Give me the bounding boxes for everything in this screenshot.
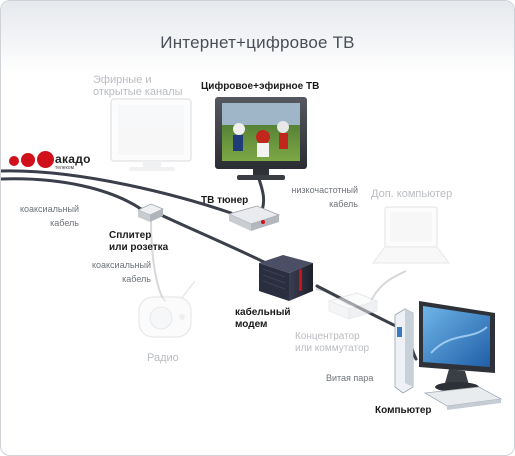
lowfreq-cable-label: низкочастотный кабель bbox=[291, 185, 358, 209]
twisted-pair-label: Витая пара bbox=[326, 373, 374, 383]
akado-logo: акадо телеком bbox=[9, 150, 91, 172]
logo-dot-medium bbox=[21, 153, 35, 167]
extra-computer-icon bbox=[372, 206, 450, 264]
splitter-label: Сплитер или розетка bbox=[109, 230, 169, 253]
tv-tuner-icon bbox=[227, 205, 281, 231]
digital-tv-icon bbox=[215, 97, 307, 180]
cable-modem-icon bbox=[259, 255, 313, 301]
cable-modem-label: кабельный модем bbox=[235, 307, 291, 330]
digital-tv-label: Цифровое+эфирное ТВ bbox=[201, 81, 320, 92]
computer-icon bbox=[394, 301, 503, 410]
header-bar bbox=[1, 1, 514, 73]
hub-label: Концентратор или коммутатор bbox=[295, 331, 370, 354]
coax-cable-label-1: коаксиальный кабель bbox=[19, 204, 79, 228]
faded-tv-icon bbox=[110, 98, 192, 171]
computer-label: Компьютер bbox=[375, 405, 432, 416]
logo-dot-small bbox=[9, 156, 19, 166]
tv-tuner-label: ТВ тюнер bbox=[201, 195, 249, 206]
hub-icon bbox=[327, 292, 379, 320]
radio-label: Радио bbox=[147, 352, 179, 364]
diagram-title: Интернет+цифровое ТВ bbox=[160, 33, 355, 52]
logo-dot-large bbox=[37, 151, 54, 168]
extra-computer-label: Доп. компьютер bbox=[371, 188, 453, 200]
coax-cable-label-2: коаксиальный кабель bbox=[91, 260, 151, 284]
logo-sub: телеком bbox=[55, 165, 75, 171]
radio-icon bbox=[138, 280, 196, 338]
logo-name: акадо bbox=[55, 152, 91, 166]
air-channels-label: Эфирные и открытые каналы bbox=[93, 74, 183, 98]
splitter-icon bbox=[137, 203, 164, 222]
